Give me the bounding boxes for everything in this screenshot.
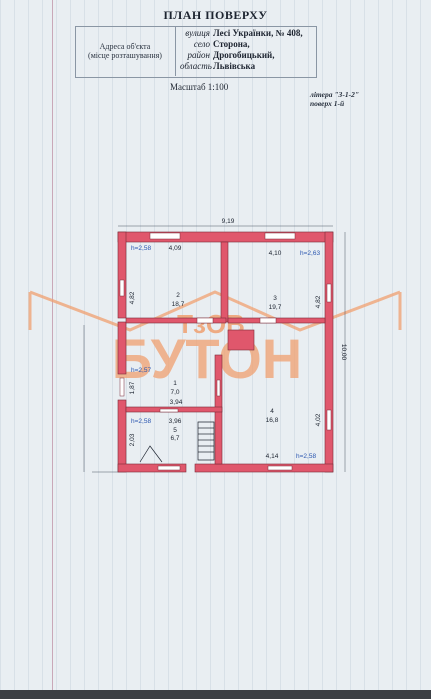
room-5-area: 6,7 bbox=[170, 435, 179, 442]
page-title: ПЛАН ПОВЕРХУ bbox=[163, 8, 268, 22]
page-shadow bbox=[0, 690, 431, 699]
room-1-depth: 1,87 bbox=[129, 381, 136, 394]
room-5-depth: 2,03 bbox=[129, 433, 136, 446]
room-2-area: 18,7 bbox=[172, 301, 185, 308]
watermark-large: БУТОН bbox=[112, 327, 303, 390]
room-5-number: 5 bbox=[173, 427, 177, 434]
address-region: областьЛьвівська bbox=[180, 61, 256, 71]
total-width: 9,19 bbox=[222, 218, 235, 225]
room-2-height: h=2,58 bbox=[131, 245, 151, 252]
room-1-height: h=2,57 bbox=[131, 367, 151, 374]
walls bbox=[117, 231, 334, 473]
scale-label: Масштаб 1:100 bbox=[170, 82, 229, 92]
room-1-width: 3,94 bbox=[170, 399, 183, 406]
address-label: Адреса об'єкта bbox=[99, 42, 151, 51]
openings bbox=[119, 232, 332, 471]
room-2-number: 2 bbox=[176, 292, 180, 299]
room-2-width: 4,09 bbox=[169, 245, 182, 252]
room-1-area: 7,0 bbox=[170, 389, 179, 396]
litera-label: літера "З-1-2" поверх 1-й bbox=[310, 90, 360, 108]
room-3-width: 4,10 bbox=[269, 250, 282, 257]
staircase-icon bbox=[139, 421, 215, 463]
room-4-height: h=2,58 bbox=[296, 453, 316, 460]
total-depth: 10,00 bbox=[340, 344, 347, 361]
room-1-number: 1 bbox=[173, 380, 177, 387]
room-4-area: 16,8 bbox=[266, 417, 279, 424]
room-5-width: 3,96 bbox=[169, 418, 182, 425]
watermark-lines bbox=[28, 290, 402, 332]
address-table bbox=[75, 26, 317, 78]
room-3-number: 3 bbox=[273, 295, 277, 302]
room-4-width: 4,14 bbox=[266, 453, 279, 460]
room-2-depth: 4,82 bbox=[129, 291, 136, 304]
room-4-number: 4 bbox=[270, 408, 274, 415]
room-3-area: 19,7 bbox=[269, 304, 282, 311]
address-label-cell: Адреса об'єкта (місце розташування) bbox=[75, 26, 176, 76]
margin-line bbox=[52, 0, 53, 699]
room-3-depth: 4,82 bbox=[315, 295, 322, 308]
dimension-lines bbox=[83, 225, 346, 473]
room-3-height: h=2,63 bbox=[300, 250, 320, 257]
address-sublabel: (місце розташування) bbox=[88, 51, 162, 60]
room-4-depth: 4,02 bbox=[315, 413, 322, 426]
room-5-height: h=2,58 bbox=[131, 418, 151, 425]
